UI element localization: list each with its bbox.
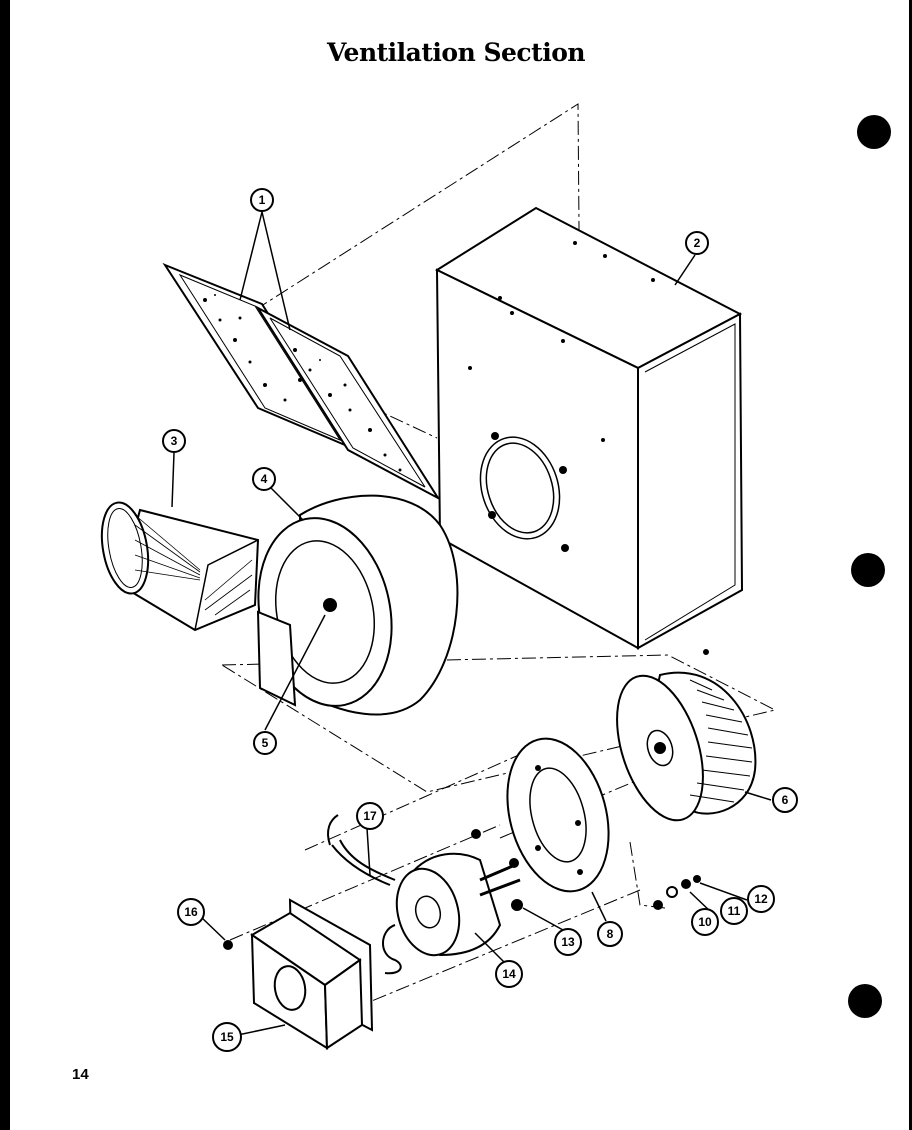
callout-6 xyxy=(772,787,798,813)
callout-label-6: 6 xyxy=(782,793,789,807)
callout-17 xyxy=(356,802,384,830)
callout-label-17: 17 xyxy=(363,809,377,823)
callout-label-15: 15 xyxy=(220,1030,234,1044)
motor-mounting-plate xyxy=(506,737,610,893)
filter-panels xyxy=(162,262,441,501)
callout-13 xyxy=(554,928,582,956)
callout-label-8: 8 xyxy=(607,927,614,941)
blower-scroll-housing xyxy=(256,494,459,716)
callout-label-1: 1 xyxy=(259,193,266,207)
binder-hole-bottom xyxy=(848,984,882,1018)
callout-3 xyxy=(162,429,186,453)
motor-wiring xyxy=(327,814,402,975)
callout-15 xyxy=(212,1022,242,1052)
callout-label-5: 5 xyxy=(262,736,269,750)
callout-label-13: 13 xyxy=(561,935,575,949)
washer xyxy=(666,886,678,898)
callout-2 xyxy=(685,231,709,255)
callout-4 xyxy=(252,467,276,491)
inlet-duct xyxy=(100,501,260,632)
callout-circles xyxy=(162,188,798,1052)
callout-8 xyxy=(597,921,623,947)
callout-label-16: 16 xyxy=(184,905,198,919)
callout-11 xyxy=(720,897,748,925)
callout-labels: 1 2 3 4 5 6 8 10 11 12 13 14 15 16 17 xyxy=(171,193,789,1044)
inlet-duct-louvers xyxy=(134,514,253,616)
scan-edge-left xyxy=(0,0,10,1130)
page-title: Ventilation Section xyxy=(326,38,586,67)
callout-1 xyxy=(250,188,274,212)
housing-fasteners xyxy=(468,241,655,552)
binder-hole-top xyxy=(857,115,891,149)
callout-10 xyxy=(691,908,719,936)
filter-mesh-texture xyxy=(203,294,402,472)
housing-box xyxy=(434,206,744,650)
callout-label-10: 10 xyxy=(698,915,712,929)
binder-hole-middle xyxy=(851,553,885,587)
callout-label-12: 12 xyxy=(754,892,768,906)
plate-holes xyxy=(535,765,583,875)
callout-leaders xyxy=(171,211,772,1037)
set-screw xyxy=(703,649,709,655)
callout-label-3: 3 xyxy=(171,434,178,448)
blower-motor xyxy=(395,852,521,957)
scan-edge-right xyxy=(909,0,912,1130)
page-number: 14 xyxy=(72,1066,89,1083)
callout-label-2: 2 xyxy=(694,236,701,250)
callout-5 xyxy=(253,731,277,755)
hardware-fasteners xyxy=(223,829,701,950)
callout-14 xyxy=(495,960,523,988)
blower-wheel xyxy=(616,671,757,822)
blower-wheel-blades xyxy=(689,679,753,803)
callout-label-11: 11 xyxy=(728,904,741,918)
callout-label-14: 14 xyxy=(502,967,516,981)
callout-label-4: 4 xyxy=(261,472,268,486)
callout-12 xyxy=(747,885,775,913)
callout-16 xyxy=(177,898,205,926)
electrical-box xyxy=(250,898,374,1050)
